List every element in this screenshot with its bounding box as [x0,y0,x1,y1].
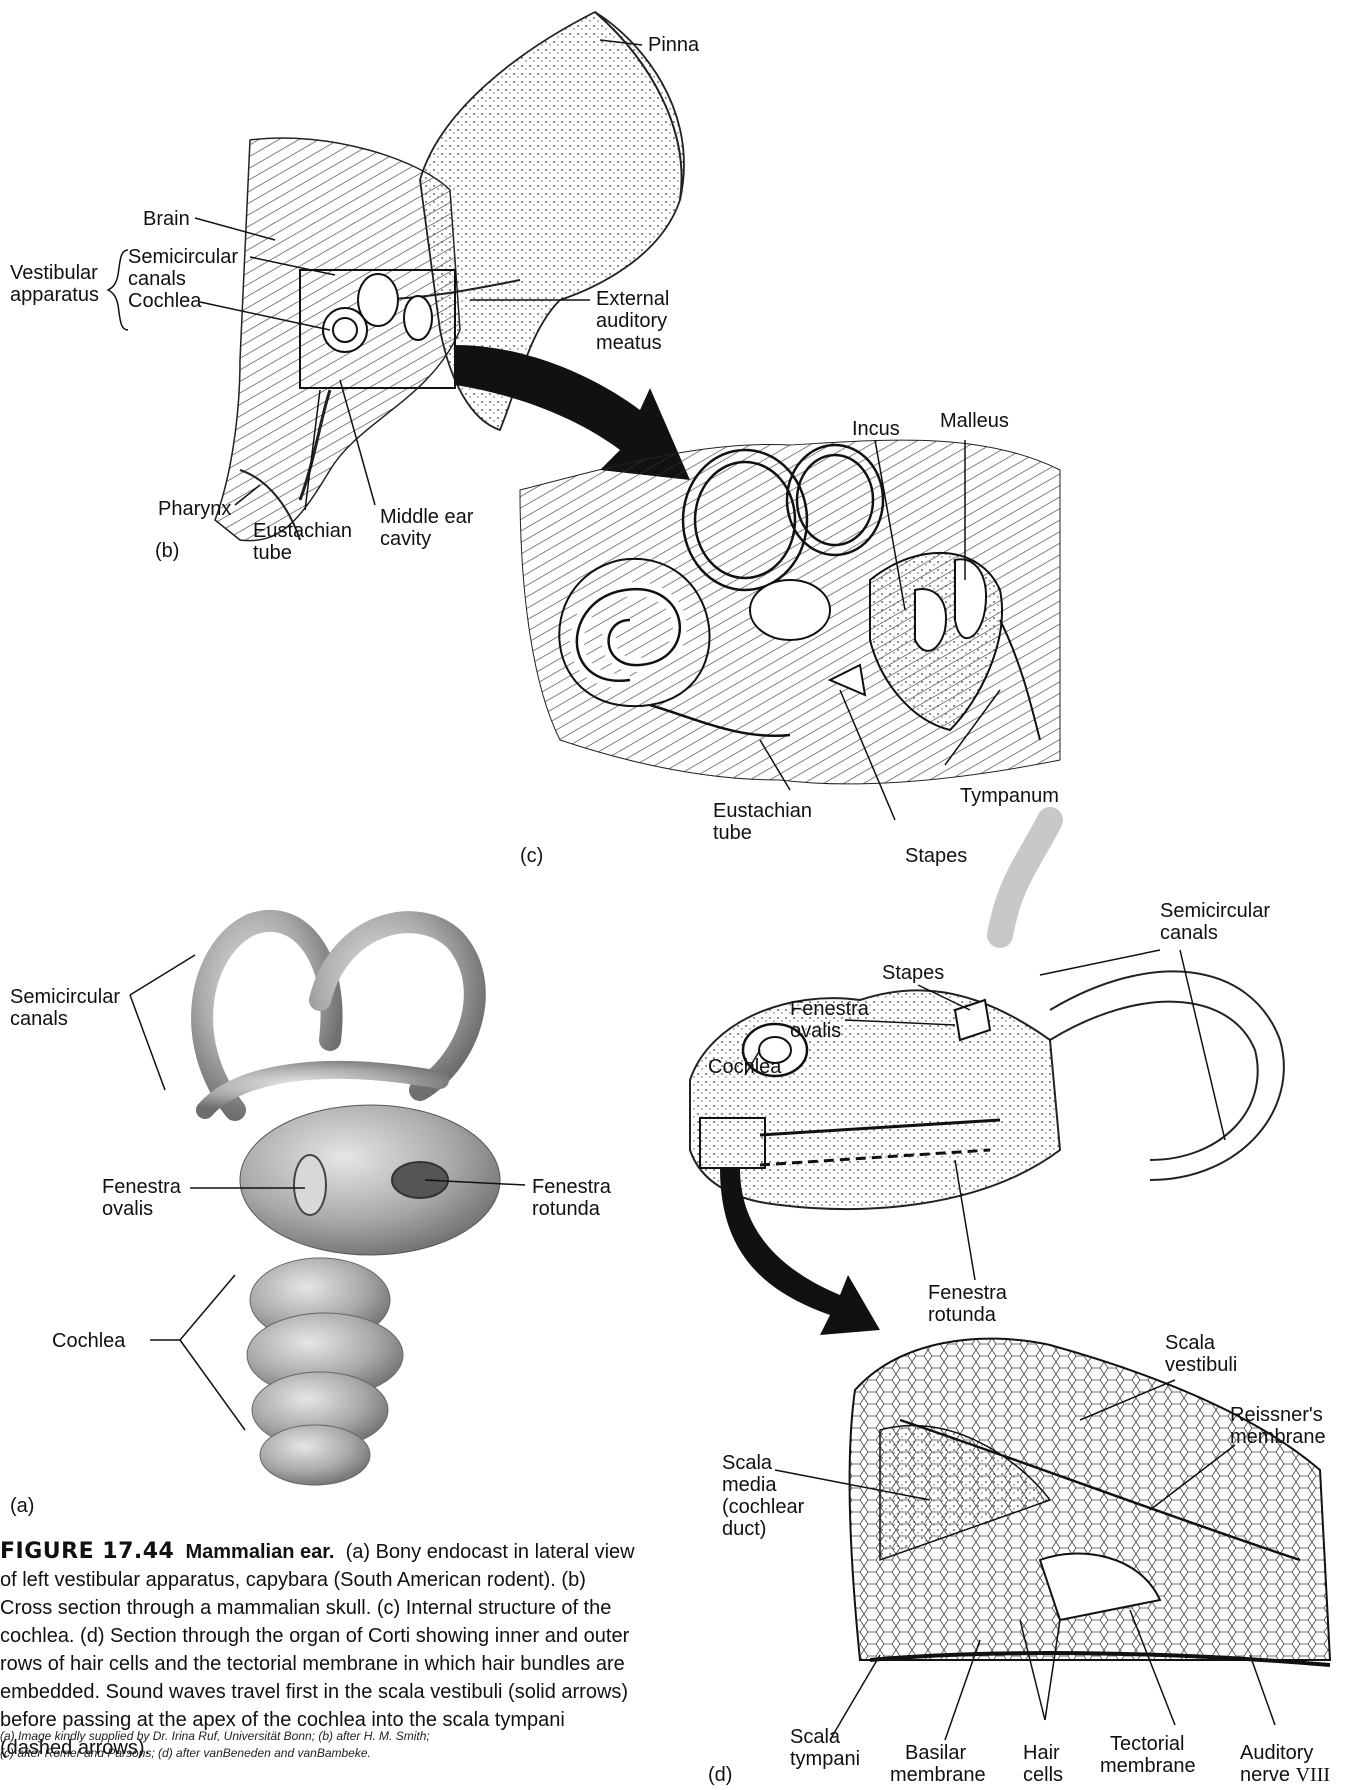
label-semicircular-b-2: canals [128,268,186,290]
figure-title: Mammalian ear. [185,1541,334,1563]
label-eustachian-c-1: Eustachian [713,800,812,822]
label-vestibular-2: apparatus [10,284,99,306]
label-scala-tympani-2: tympani [790,1748,860,1770]
label-auditory-nerve: nerve VIII [1240,1764,1330,1786]
label-fenestra-rotunda-d-2: rotunda [928,1304,996,1326]
label-cochlea-a: Cochlea [52,1330,125,1352]
label-hair-2: cells [1023,1764,1063,1786]
panel-letter-d: (d) [708,1764,732,1787]
semicircular-canal-d-2 [1050,971,1284,1180]
label-scala-media-4: duct) [722,1518,766,1540]
label-external-2: auditory [596,310,667,332]
incus-shape [915,589,946,651]
vestibular-brace [108,250,128,330]
panel-letter-a: (a) [10,1495,34,1518]
label-basilar-2: membrane [890,1764,986,1786]
label-external-3: meatus [596,332,662,354]
vestibule-a [240,1105,500,1255]
label-semicircular-d-1: Semicircular [1160,900,1270,922]
semicircular-canal-d-3 [1050,1002,1258,1160]
label-fenestra-rotunda-a-2: rotunda [532,1198,600,1220]
label-scala-vestibuli-2: vestibuli [1165,1354,1237,1376]
label-stapes-c: Stapes [905,845,967,867]
label-fenestra-ovalis-d-1: Fenestra [790,998,869,1020]
label-scala-media-2: media [722,1474,776,1496]
figure-number: FIGURE 17.44 [0,1539,174,1564]
label-external-1: External [596,288,669,310]
label-fenestra-rotunda-a-1: Fenestra [532,1176,611,1198]
label-fenestra-rotunda-d-1: Fenestra [928,1282,1007,1304]
label-tympanum: Tympanum [960,785,1059,807]
label-eustachian-b-2: tube [253,542,292,564]
cochlea-a-coils [247,1258,403,1485]
semicircular-canal-d-1 [1000,820,1050,935]
label-semicircular-a-2: canals [10,1008,68,1030]
label-eustachian-b-1: Eustachian [253,520,352,542]
fenestra-ovalis-a [294,1155,326,1215]
label-reissner-1: Reissner's [1230,1404,1323,1426]
figure-caption-text: (a) Bony endocast in lateral view of lef… [0,1541,635,1759]
label-scala-tympani-1: Scala [790,1726,840,1748]
label-auditory-1: Auditory [1240,1742,1313,1764]
label-fenestra-ovalis-a-1: Fenestra [102,1176,181,1198]
label-scala-vestibuli-1: Scala [1165,1332,1215,1354]
vestibule [750,580,830,640]
label-auditory-2: nerve [1240,1764,1290,1786]
label-pharynx: Pharynx [158,498,231,520]
cochlea-body-d [690,990,1060,1209]
label-eustachian-c-2: tube [713,822,752,844]
label-tectorial-2: membrane [1100,1755,1196,1777]
label-malleus: Malleus [940,410,1009,432]
credits-line-2: (c) after Romer and Parsons; (d) after v… [0,1745,640,1762]
label-scala-media-1: Scala [722,1452,772,1474]
label-vestibular-1: Vestibular [10,262,98,284]
panel-c-drawing [520,440,1060,784]
label-pinna: Pinna [648,34,699,56]
label-stapes-d: Stapes [882,962,944,984]
label-middle-ear-1: Middle ear [380,506,473,528]
label-auditory-3: VIII [1296,1764,1330,1786]
label-fenestra-ovalis-a-2: ovalis [102,1198,153,1220]
label-incus: Incus [852,418,900,440]
label-tectorial-1: Tectorial [1110,1733,1184,1755]
label-scala-media-3: (cochlear [722,1496,804,1518]
label-hair-1: Hair [1023,1742,1060,1764]
credits-line-1: (a) Image kindly supplied by Dr. Irina R… [0,1728,640,1745]
panel-letter-b: (b) [155,540,179,563]
label-basilar-1: Basilar [905,1742,966,1764]
label-cochlea-d: Cochlea [708,1056,781,1078]
label-brain: Brain [143,208,190,230]
figure-credits: (a) Image kindly supplied by Dr. Irina R… [0,1728,640,1762]
label-semicircular-b-1: Semicircular [128,246,238,268]
label-fenestra-ovalis-d-2: ovalis [790,1020,841,1042]
panel-d-drawing [690,820,1330,1665]
label-middle-ear-2: cavity [380,528,431,550]
panel-a-endocast [202,921,500,1485]
label-semicircular-d-2: canals [1160,922,1218,944]
panel-letter-c: (c) [520,845,543,868]
label-reissner-2: membrane [1230,1426,1326,1448]
label-cochlea-b: Cochlea [128,290,201,312]
label-semicircular-a-1: Semicircular [10,986,120,1008]
